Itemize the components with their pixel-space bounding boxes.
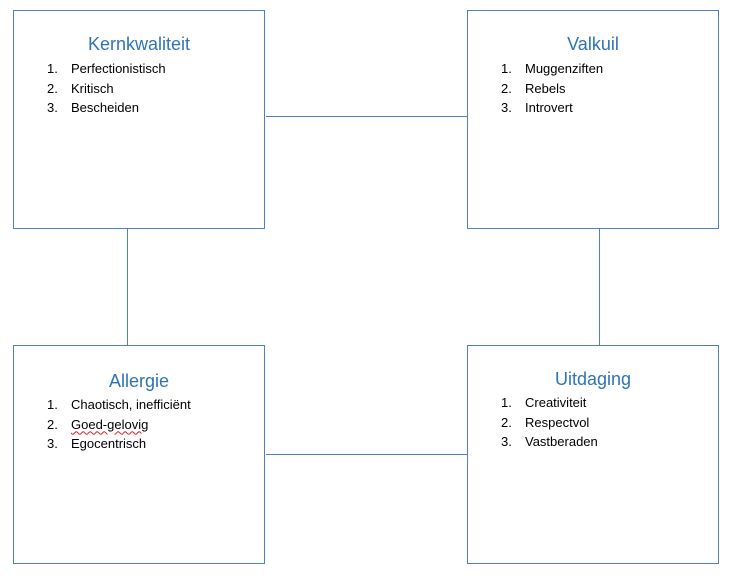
uitdaging-title: Uitdaging (554, 369, 632, 389)
list-item: 2. Respectvol (501, 413, 718, 433)
uitdaging-box[interactable]: Uitdaging 1. Creativiteit 2. Respectvol 3.… (467, 345, 719, 564)
list-text: Bescheiden (71, 100, 139, 115)
list-number: 2. (47, 416, 58, 432)
list-item: 3. Bescheiden (47, 98, 264, 118)
list-text: Chaotisch, inefficiënt (71, 397, 191, 412)
valkuil-title: Valkuil (567, 34, 619, 54)
connector-top (266, 116, 467, 117)
connector-bottom (266, 454, 467, 455)
valkuil-list: 1. Muggenziften 2. Rebels 3. Introvert (468, 59, 718, 118)
list-item: 1. Perfectionistisch (47, 59, 264, 79)
list-number: 2. (501, 80, 512, 96)
list-text: Creativiteit (525, 395, 587, 410)
connector-right (599, 229, 600, 345)
list-item: 2. Rebels (501, 79, 718, 99)
list-number: 3. (47, 436, 58, 451)
list-item: 2. Kritisch (47, 79, 264, 99)
list-item: 1. Creativiteit (501, 393, 718, 413)
list-text: Muggenziften (525, 61, 604, 76)
list-number: 3. (501, 100, 512, 115)
list-item: 3. Vastberaden (501, 432, 718, 452)
uitdaging-list: 1. Creativiteit 2. Respectvol 3. Vastberade… (468, 393, 718, 452)
list-number: 3. (501, 434, 512, 449)
list-item: 3. Introvert (501, 98, 718, 118)
list-text: Kritisch (71, 80, 114, 96)
list-number: 1. (501, 61, 512, 76)
list-number: 3. (47, 100, 58, 115)
list-text: Perfectionistisch (71, 61, 166, 76)
kernkwaliteit-list: 1. Perfectionistisch 2. Kritisch 3. Beschei… (14, 59, 264, 118)
list-number: 1. (47, 61, 58, 76)
list-text: Vastberaden (525, 434, 598, 449)
allergie-box[interactable]: Allergie 1. Chaotisch, inefficiënt 2. Goed… (13, 345, 265, 564)
list-text: Rebels (525, 80, 566, 96)
list-text: Respectvol (525, 414, 590, 430)
connector-left (127, 229, 128, 345)
list-number: 1. (501, 395, 512, 410)
list-number: 1. (47, 397, 58, 412)
list-item: 2. Goed-gelovig (47, 415, 264, 435)
kernkwaliteit-title: Kernkwaliteit (87, 34, 191, 54)
allergie-list: 1.Chaotisch, inefficiënt 2.Goed-gelovig … (14, 395, 264, 454)
kernkwaliteit-box[interactable]: Kernkwaliteit 1. Perfectionistisch 2. Krit… (13, 10, 265, 229)
list-item: 1. Chaotisch, inefficiënt (47, 395, 264, 415)
list-item: 3. Egocentrisch (47, 434, 264, 454)
list-text: Introvert (525, 100, 573, 115)
list-text: Egocentrisch (71, 436, 147, 451)
list-item: 1. Muggenziften (501, 59, 718, 79)
allergie-title: Allergie (108, 371, 170, 391)
list-number: 2. (501, 414, 512, 430)
valkuil-box[interactable]: Valkuil 1. Muggenziften 2. Rebels 3. Introv… (467, 10, 719, 229)
list-number: 2. (47, 80, 58, 96)
list-text-spellcheck: Goed-gelovig (71, 416, 149, 432)
